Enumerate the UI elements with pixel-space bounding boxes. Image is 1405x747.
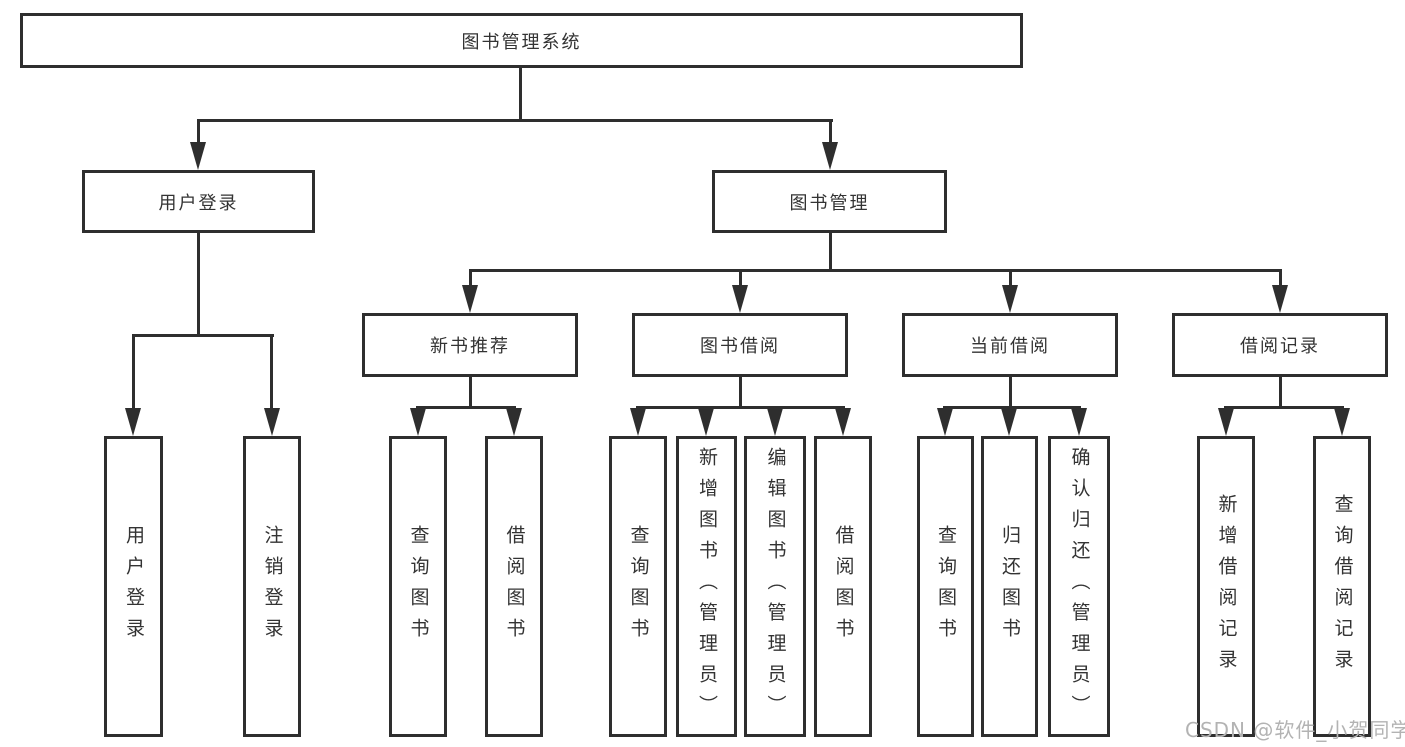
node-book-management: 图书管理 [712,170,947,233]
leaf-borrow-edit-book-admin: 编辑图书（管理员） [744,436,806,737]
connector-book-borrow-branch [636,406,845,409]
connector-user-login-branch [132,334,274,337]
node-root: 图书管理系统 [20,13,1023,68]
leaf-record-add: 新增借阅记录 [1197,436,1255,737]
csdn-watermark: CSDN @软件_小贺同学 [1185,718,1405,742]
node-user-login-label: 用户登录 [158,192,239,214]
leaf-recommend-query-book: 查询图书 [389,436,447,737]
leaf-record-query: 查询借阅记录 [1313,436,1371,737]
connector-drop-current-borrow [1009,269,1012,287]
arrowhead-borrow-record [1272,285,1288,313]
leaf-borrow-borrow-book-label: 借阅图书 [832,524,855,649]
connector-borrow-record-branch [1224,406,1344,409]
node-root-label: 图书管理系统 [461,31,582,53]
leaf-borrow-query-book-label: 查询图书 [627,524,650,649]
connector-level2-branch [197,119,833,122]
arrowhead-current-borrow [1002,285,1018,313]
connector-user-login-stem [197,233,200,337]
connector-drop-leaf-user-login [132,334,135,410]
leaf-current-confirm-return-admin: 确认归还（管理员） [1048,436,1110,737]
arrowhead-br-add [1218,408,1234,436]
leaf-current-return-book: 归还图书 [981,436,1038,737]
connector-recommend-stem [469,377,472,408]
arrowhead-bb-query [630,408,646,436]
arrowhead-bb-edit [767,408,783,436]
leaf-recommend-query-book-label: 查询图书 [407,524,430,649]
node-book-borrow-label: 图书借阅 [700,336,780,357]
leaf-current-query-book-label: 查询图书 [935,524,957,649]
connector-level3-branch [469,269,1282,272]
leaf-record-query-label: 查询借阅记录 [1331,493,1354,680]
arrowhead-recommend [462,285,478,313]
arrowhead-bb-add [698,408,714,436]
connector-drop-book-management [829,119,832,145]
leaf-logout-label: 注销登录 [261,524,284,649]
arrowhead-book-management [822,142,838,170]
leaf-recommend-borrow-book: 借阅图书 [485,436,543,737]
arrowhead-leaf-logout [264,408,280,436]
connector-book-borrow-stem [739,377,742,408]
node-current-borrow: 当前借阅 [902,313,1118,377]
connector-borrow-record-stem [1279,377,1282,408]
arrowhead-leaf-user-login [125,408,141,436]
arrowhead-book-borrow [732,285,748,313]
connector-drop-book-borrow [739,269,742,287]
arrowhead-recommend-query [410,408,426,436]
arrowhead-recommend-borrow [506,408,522,436]
leaf-borrow-add-book-admin-label: 新增图书（管理员） [696,447,718,726]
connector-current-borrow-stem [1009,377,1012,408]
leaf-current-return-book-label: 归还图书 [999,524,1021,649]
node-user-login: 用户登录 [82,170,315,233]
arrowhead-cb-return [1001,408,1017,436]
node-current-borrow-label: 当前借阅 [970,336,1050,357]
arrowhead-br-query [1334,408,1350,436]
arrowhead-cb-confirm [1071,408,1087,436]
arrowhead-user-login [190,142,206,170]
leaf-borrow-borrow-book: 借阅图书 [814,436,872,737]
leaf-borrow-edit-book-admin-label: 编辑图书（管理员） [764,447,787,726]
node-book-management-label: 图书管理 [789,192,870,214]
connector-drop-borrow-record [1279,269,1282,287]
connector-drop-leaf-logout [270,334,273,410]
arrowhead-bb-borrow [835,408,851,436]
connector-book-management-stem [829,233,832,272]
leaf-current-confirm-return-admin-label: 确认归还（管理员） [1068,447,1091,726]
node-borrow-record: 借阅记录 [1172,313,1388,377]
leaf-record-add-label: 新增借阅记录 [1215,493,1238,680]
connector-drop-user-login [197,119,200,145]
leaf-logout: 注销登录 [243,436,301,737]
node-book-borrow: 图书借阅 [632,313,848,377]
node-new-book-recommend: 新书推荐 [362,313,578,377]
connector-current-borrow-branch [943,406,1081,409]
leaf-recommend-borrow-book-label: 借阅图书 [503,524,526,649]
connector-drop-recommend [469,269,472,287]
leaf-borrow-query-book: 查询图书 [609,436,667,737]
arrowhead-cb-query [937,408,953,436]
connector-recommend-branch [416,406,516,409]
leaf-borrow-add-book-admin: 新增图书（管理员） [676,436,737,737]
leaf-user-login-label: 用户登录 [123,524,145,649]
leaf-current-query-book: 查询图书 [917,436,974,737]
node-new-book-recommend-label: 新书推荐 [430,336,510,357]
node-borrow-record-label: 借阅记录 [1240,336,1320,357]
leaf-user-login: 用户登录 [104,436,163,737]
connector-root-stem [519,68,522,122]
